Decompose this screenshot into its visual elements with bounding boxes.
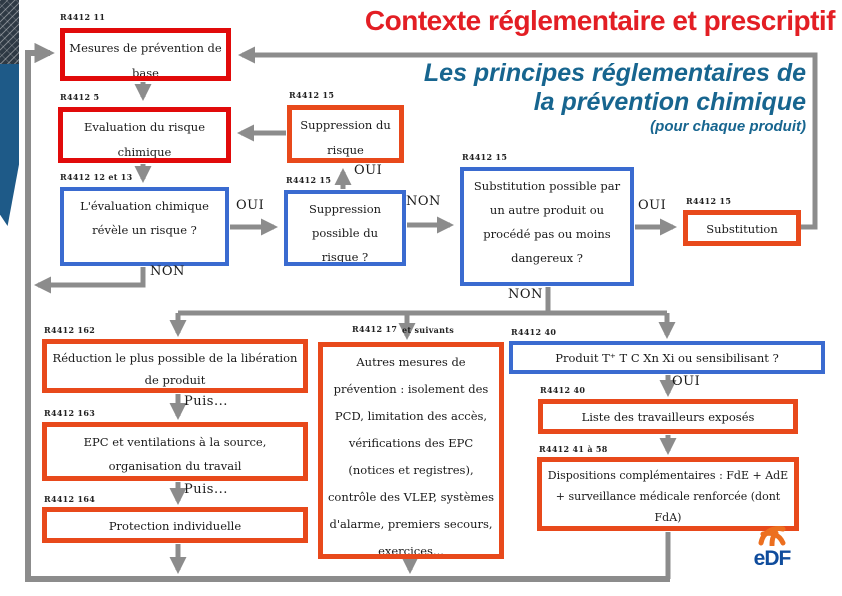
node-text: Autres mesures de prévention : isolement… xyxy=(327,355,495,558)
label-oui-2: OUI xyxy=(354,163,383,178)
node-text: Produit T⁺ T C Xn Xi ou sensibilisant ? xyxy=(555,351,779,365)
sidebar-blue-wedge xyxy=(0,64,19,226)
ref-evaluation-question: R4412 12 et 13 xyxy=(60,172,133,182)
label-oui-4: OUI xyxy=(672,374,701,389)
node-evaluation-risque: Evaluation du risque chimique xyxy=(58,107,231,163)
edf-logo: eDF xyxy=(742,524,802,570)
node-text: EPC et ventilations à la source, organis… xyxy=(83,435,267,473)
ref-suppression-risque: R4412 15 xyxy=(289,90,335,100)
ref-epc: R4412 163 xyxy=(44,408,96,418)
node-suppression-risque: Suppression du risque xyxy=(287,105,404,163)
ref-suppression-question: R4412 15 xyxy=(286,175,332,185)
ref-substitution: R4412 15 xyxy=(686,196,732,206)
node-text: Réduction le plus possible de la libérat… xyxy=(52,351,298,387)
ref-mesures: R4412 11 xyxy=(60,12,106,22)
sidebar-photo xyxy=(0,0,19,64)
node-autres-mesures: Autres mesures de prévention : isolement… xyxy=(318,342,504,559)
ref-autres-suite: et suivants xyxy=(402,325,455,335)
node-reduction-liberation: Réduction le plus possible de la libérat… xyxy=(42,339,308,393)
page-title: Contexte réglementaire et prescriptif xyxy=(364,5,836,36)
node-substitution-question: Substitution possible par un autre produ… xyxy=(460,167,634,286)
node-substitution: Substitution xyxy=(683,210,801,246)
node-text: Substitution possible par un autre produ… xyxy=(473,179,621,265)
label-puis-1: Puis... xyxy=(184,394,228,409)
ref-evaluation: R4412 5 xyxy=(60,92,100,102)
page-subtitle: Les principes réglementaires de la préve… xyxy=(424,59,806,137)
node-text: Substitution xyxy=(706,222,778,236)
ref-protection: R4412 164 xyxy=(44,494,96,504)
node-text: Dispositions complémentaires : FdE + AdE… xyxy=(547,469,789,524)
label-puis-2: Puis... xyxy=(184,482,228,497)
subtitle-line: Les principes réglementaires de xyxy=(423,59,806,87)
node-text: Suppression possible du risque ? xyxy=(308,202,382,264)
node-epc-ventilations: EPC et ventilations à la source, organis… xyxy=(42,422,308,481)
node-text: Evaluation du risque chimique xyxy=(83,120,206,159)
node-text: Liste des travailleurs exposés xyxy=(581,410,755,424)
ref-dispositions: R4412 41 à 58 xyxy=(539,444,608,454)
node-text: Suppression du risque xyxy=(300,118,391,157)
node-text: L'évaluation chimique révèle un risque ? xyxy=(80,199,209,237)
label-non-2: NON xyxy=(150,264,185,279)
edf-flame-icon xyxy=(758,526,786,548)
ref-reduction: R4412 162 xyxy=(44,325,96,335)
node-suppression-question: Suppression possible du risque ? xyxy=(284,190,406,266)
label-oui-1: OUI xyxy=(236,198,265,213)
node-mesures-prevention-base: Mesures de prévention de base xyxy=(60,28,231,81)
label-non-1: NON xyxy=(406,194,441,209)
ref-produit: R4412 40 xyxy=(511,327,557,337)
subtitle-line: la prévention chimique xyxy=(533,88,806,116)
ref-autres: R4412 17 xyxy=(352,324,398,334)
node-evaluation-question: L'évaluation chimique révèle un risque ? xyxy=(60,187,229,266)
ref-substitution-question: R4412 15 xyxy=(462,152,508,162)
node-text: Mesures de prévention de base xyxy=(69,41,222,80)
label-non-3: NON xyxy=(508,287,543,302)
node-protection-individuelle: Protection individuelle xyxy=(42,507,308,543)
subtitle-note: (pour chaque produit) xyxy=(650,118,806,135)
ref-liste: R4412 40 xyxy=(540,385,586,395)
node-text: Protection individuelle xyxy=(108,519,242,533)
node-liste-travailleurs: Liste des travailleurs exposés xyxy=(538,399,798,434)
label-oui-3: OUI xyxy=(638,198,667,213)
edf-wordmark: eDF xyxy=(753,547,792,570)
node-produit-classement: Produit T⁺ T C Xn Xi ou sensibilisant ? xyxy=(509,341,825,374)
node-dispositions-complementaires: Dispositions complémentaires : FdE + AdE… xyxy=(537,457,799,531)
